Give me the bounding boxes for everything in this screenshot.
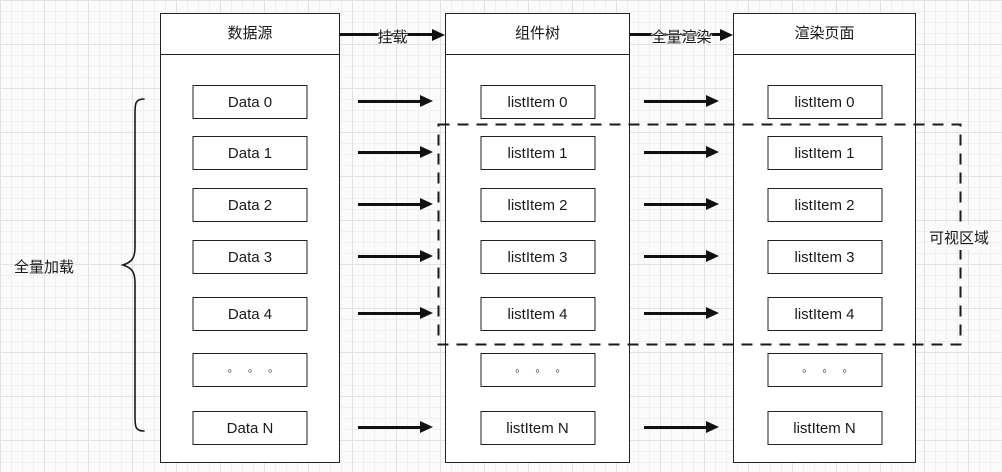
data-source-item: Data 4 (192, 297, 308, 331)
component-to-render-arrow (644, 254, 706, 258)
render-page-item: listItem 3 (767, 240, 882, 274)
data-to-component-arrow (358, 99, 420, 103)
data-source-item: Data N (192, 411, 308, 445)
render-page-item: ◦ ◦ ◦ (767, 353, 882, 387)
component-tree-column: 组件树 listItem 0 listItem 1 listItem 2 listIt… (445, 13, 630, 463)
data-to-component-arrow (358, 202, 420, 206)
left-brace (120, 98, 145, 432)
render-page-item: listItem 1 (767, 136, 882, 170)
component-tree-item: listItem 2 (480, 188, 595, 222)
viewport-label: 可视区域 (928, 225, 991, 250)
data-to-component-arrow (358, 150, 420, 154)
data-source-item: ◦ ◦ ◦ (192, 353, 308, 387)
data-source-item: Data 3 (192, 240, 308, 274)
data-source-column: 数据源 Data 0 Data 1 Data 2 Data 3 Data 4 ◦ ◦ ◦ D… (160, 13, 340, 463)
component-to-render-arrow (644, 311, 706, 315)
component-tree-item: listItem 4 (480, 297, 595, 331)
component-to-render-arrow (644, 99, 706, 103)
component-tree-item: ◦ ◦ ◦ (480, 353, 595, 387)
component-tree-item: listItem 0 (480, 85, 595, 119)
render-page-column: 渲染页面 listItem 0 listItem 1 listItem 2 listI… (733, 13, 916, 463)
component-to-render-arrow (644, 202, 706, 206)
full-render-arrow-label: 全量渲染 (651, 29, 712, 46)
component-tree-item: listItem N (480, 411, 595, 445)
component-to-render-arrow (644, 425, 706, 429)
render-page-item: listItem 2 (767, 188, 882, 222)
data-source-header: 数据源 (161, 14, 339, 55)
mount-arrow-label: 挂载 (377, 29, 408, 46)
render-page-item: listItem 0 (767, 85, 882, 119)
component-tree-header: 组件树 (446, 14, 629, 55)
data-source-item: Data 1 (192, 136, 308, 170)
data-to-component-arrow (358, 425, 420, 429)
data-to-component-arrow (358, 254, 420, 258)
render-page-item: listItem N (767, 411, 882, 445)
data-to-component-arrow (358, 311, 420, 315)
data-source-item: Data 0 (192, 85, 308, 119)
component-to-render-arrow (644, 150, 706, 154)
data-source-item: Data 2 (192, 188, 308, 222)
component-tree-item: listItem 3 (480, 240, 595, 274)
mount-arrow (340, 33, 432, 36)
render-page-item: listItem 4 (767, 297, 882, 331)
full-render-arrow (630, 33, 720, 36)
render-page-header: 渲染页面 (734, 14, 915, 55)
component-tree-item: listItem 1 (480, 136, 595, 170)
full-load-label: 全量加载 (14, 259, 75, 276)
